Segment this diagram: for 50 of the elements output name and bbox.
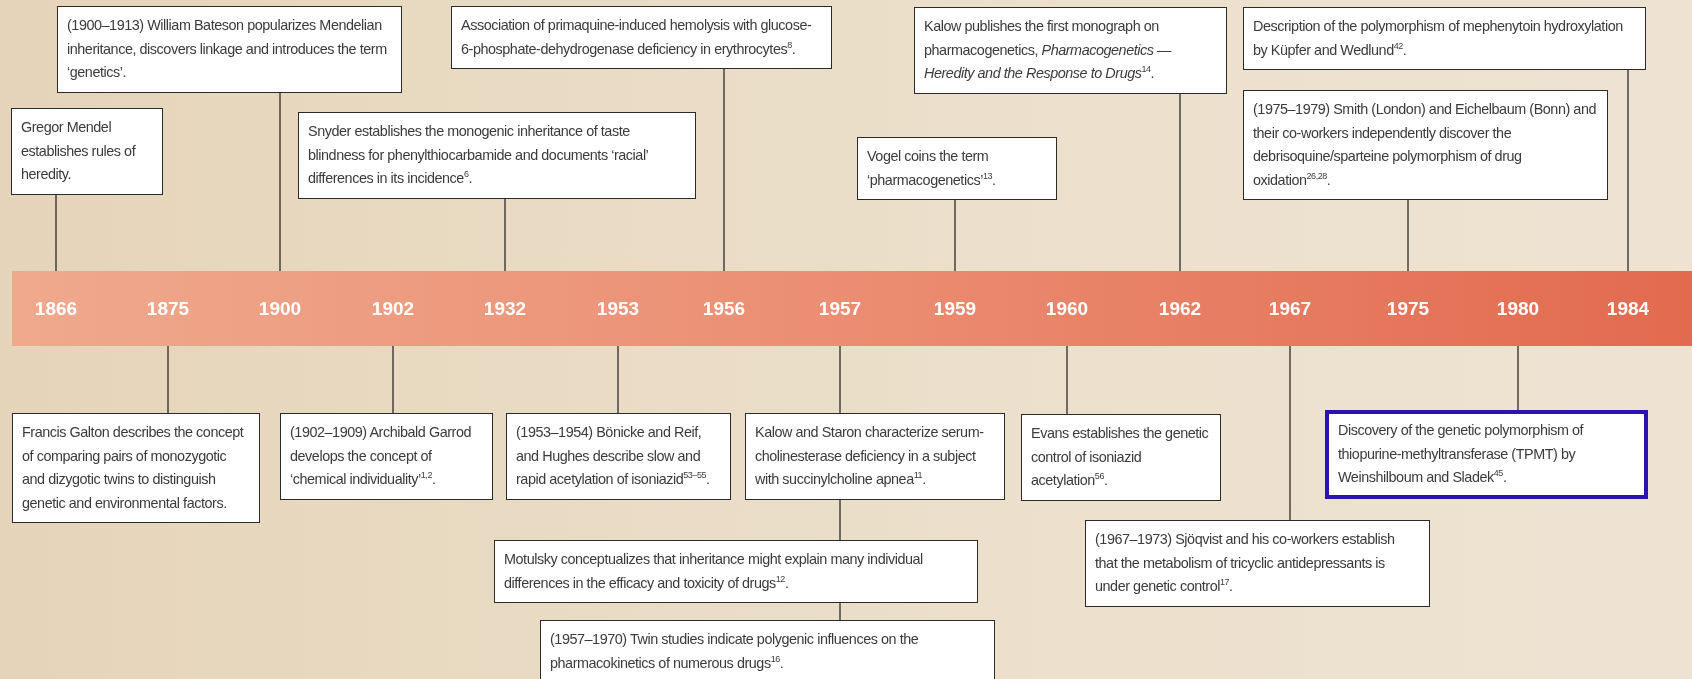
leader-line <box>1407 199 1409 272</box>
year-label: 1980 <box>1478 271 1558 346</box>
event-box: Description of the polymorphism of mephenytoin hydroxylation by Küpfer and Wedlund$^{42}$. <box>1243 7 1646 70</box>
year-label: 1900 <box>240 271 320 346</box>
leader-line <box>839 498 841 541</box>
leader-line <box>617 345 619 414</box>
year-label: 1984 <box>1588 271 1668 346</box>
leader-line <box>1179 92 1181 272</box>
leader-line <box>1517 345 1519 411</box>
year-label: 1960 <box>1027 271 1107 346</box>
year-label: 1962 <box>1140 271 1220 346</box>
leader-line <box>1066 345 1068 415</box>
event-box: (1902–1909) Archibald Garrod develops the concept of ‘chemical individuality’$^{1,2}$. <box>280 413 493 500</box>
event-box: Snyder establishes the monogenic inheritance of taste blindness for phenylthiocarbamide and documents ‘racial’ differences in its incidence$^{6}$. <box>298 112 696 199</box>
year-label: 1866 <box>16 271 96 346</box>
leader-line <box>954 199 956 272</box>
leader-line <box>504 197 506 272</box>
year-label: 1932 <box>465 271 545 346</box>
year-label: 1967 <box>1250 271 1330 346</box>
timeline-bar <box>12 271 1692 346</box>
event-box: Association of primaquine-induced hemolysis with glucose-6-phosphate-dehydrogenase deficiency in erythrocytes$^{8}$. <box>451 6 832 69</box>
event-box: Gregor Mendel establishes rules of heredity. <box>11 108 163 195</box>
event-box: Vogel coins the term ‘pharmacogenetics’$^{13}$. <box>857 137 1057 200</box>
year-label: 1953 <box>578 271 658 346</box>
year-label: 1957 <box>800 271 880 346</box>
year-label: 1956 <box>684 271 764 346</box>
leader-line <box>392 345 394 414</box>
event-box: (1900–1913) William Bateson popularizes Mendelian inheritance, discovers linkage and introduces the term ‘genetics’. <box>57 6 402 93</box>
leader-line <box>1627 69 1629 272</box>
event-box: (1957–1970) Twin studies indicate polygenic influences on the pharmacokinetics of numerous drugs$^{16}$. <box>540 620 995 679</box>
event-box: (1953–1954) Bönicke and Reif, and Hughes describe slow and rapid acetylation of isoniazid$^{53–55}$. <box>506 413 731 500</box>
highlighted-event-box: Discovery of the genetic polymorphism of thiopurine-methyltransferase (TPMT) by Weinshilboum and Sladek$^{45}$. <box>1325 410 1648 499</box>
year-label: 1875 <box>128 271 208 346</box>
year-label: 1975 <box>1368 271 1448 346</box>
leader-line <box>839 345 841 414</box>
event-box: Motulsky conceptualizes that inheritance might explain many individual differences in the efficacy and toxicity of drugs$^{12}$. <box>494 540 978 603</box>
leader-line <box>839 602 841 621</box>
event-box: (1967–1973) Sjöqvist and his co-workers establish that the metabolism of tricyclic antidepressants is under genetic control$^{17}$. <box>1085 520 1430 607</box>
leader-line <box>55 193 57 272</box>
leader-line <box>167 345 169 414</box>
leader-line <box>279 91 281 272</box>
leader-line <box>723 68 725 272</box>
event-box: Kalow publishes the first monograph on pharmacogenetics, Pharmacogenetics — Heredity and the Response to Drugs$^{14}$. <box>914 7 1227 94</box>
event-box: (1975–1979) Smith (London) and Eichelbaum (Bonn) and their co-workers independently discover the debrisoquine/sparteine polymorphism of drug oxidation$^{26,28}$. <box>1243 90 1608 200</box>
event-box: Evans establishes the genetic control of isoniazid acetylation$^{56}$. <box>1021 414 1221 501</box>
year-label: 1959 <box>915 271 995 346</box>
leader-line <box>1289 345 1291 521</box>
year-label: 1902 <box>353 271 433 346</box>
event-box: Francis Galton describes the concept of comparing pairs of monozygotic and dizygotic twins to distinguish genetic and environmental factors. <box>12 413 260 523</box>
event-box: Kalow and Staron characterize serum-cholinesterase deficiency in a subject with succinylcholine apnea$^{11}$. <box>745 413 1005 500</box>
